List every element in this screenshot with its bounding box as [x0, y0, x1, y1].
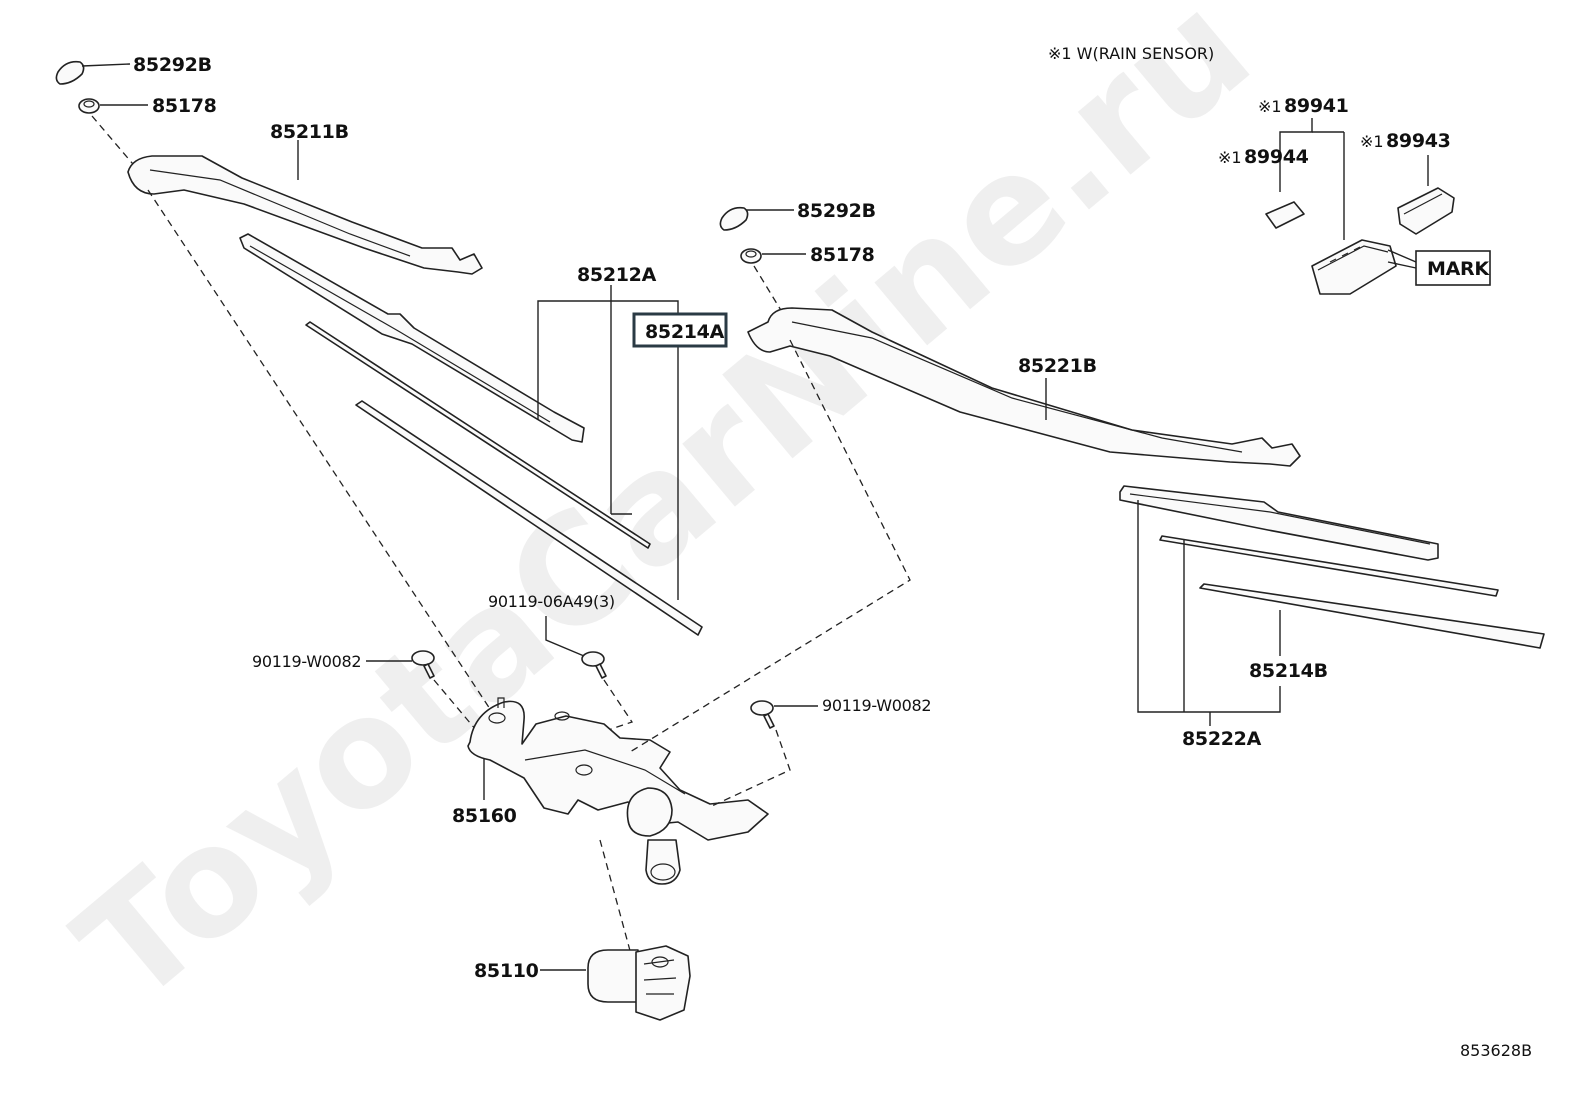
wiper-motor[interactable]: [587, 945, 691, 1021]
blade-rubber-right[interactable]: [1199, 583, 1545, 649]
blade-rubber-strip-left[interactable]: [305, 321, 651, 549]
sensor-cover-part[interactable]: [1397, 187, 1455, 235]
label-cap-right[interactable]: 85292B: [797, 200, 876, 222]
label-nut-left[interactable]: 85178: [152, 95, 217, 117]
label-blade-left[interactable]: 85212A: [577, 264, 657, 286]
bolt-left-part[interactable]: [411, 650, 435, 679]
bolt-right-part[interactable]: [750, 700, 775, 729]
label-rubber-left[interactable]: 85214A: [645, 321, 725, 343]
marker-pad: ※1: [1218, 148, 1242, 167]
label-blade-right[interactable]: 85222A: [1182, 728, 1262, 750]
wiper-arm-right[interactable]: [747, 307, 1301, 467]
mark-label: MARK: [1427, 258, 1490, 280]
sensor-pad-part[interactable]: [1265, 201, 1305, 229]
label-cap-left[interactable]: 85292B: [133, 54, 212, 76]
cap-right-part[interactable]: [719, 206, 749, 231]
wiper-arm-left[interactable]: [127, 155, 483, 275]
rain-sensor-part[interactable]: [1311, 239, 1397, 295]
diagram-code: 853628B: [1460, 1041, 1532, 1060]
label-sensor-cover[interactable]: 89943: [1386, 130, 1451, 152]
wiper-link-assembly[interactable]: [467, 697, 769, 885]
marker-cover: ※1: [1360, 132, 1384, 151]
wiper-blade-left[interactable]: [239, 233, 585, 443]
label-sensor-pad[interactable]: 89944: [1244, 146, 1309, 168]
bolt-3-part[interactable]: [581, 651, 607, 679]
label-motor[interactable]: 85110: [474, 960, 539, 982]
label-bolt-right[interactable]: 90119-W0082: [822, 696, 932, 715]
wiper-blade-right[interactable]: [1119, 485, 1439, 561]
blade-rubber-left[interactable]: [355, 400, 703, 636]
label-sensor[interactable]: 89941: [1284, 95, 1349, 117]
label-nut-right[interactable]: 85178: [810, 244, 875, 266]
nut-left-part[interactable]: [78, 98, 100, 114]
cap-left-part[interactable]: [55, 60, 85, 85]
mark-box: [1415, 250, 1491, 286]
highlight-box: [632, 312, 728, 348]
marker-sensor: ※1: [1258, 97, 1282, 116]
blade-rubber-strip-right[interactable]: [1159, 535, 1499, 597]
label-arm-right[interactable]: 85221B: [1018, 355, 1097, 377]
label-bolt-left[interactable]: 90119-W0082: [252, 652, 362, 671]
label-bolt-3[interactable]: 90119-06A49(3): [488, 592, 615, 611]
rain-sensor-note: ※1 W(RAIN SENSOR): [1048, 44, 1214, 63]
nut-right-part[interactable]: [740, 248, 762, 264]
label-link[interactable]: 85160: [452, 805, 517, 827]
label-rubber-right[interactable]: 85214B: [1249, 660, 1328, 682]
label-arm-left[interactable]: 85211B: [270, 121, 349, 143]
